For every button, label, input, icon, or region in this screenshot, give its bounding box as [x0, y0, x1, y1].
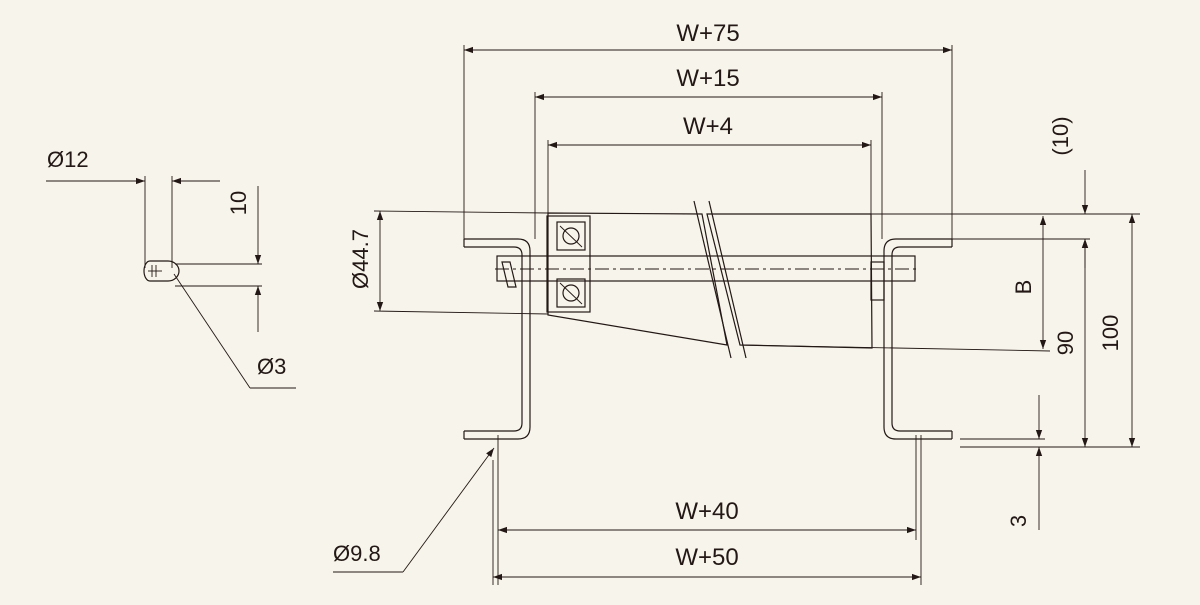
label-w4: W+4: [683, 113, 733, 140]
label-w40: W+40: [675, 498, 738, 525]
bearing-ball-lower: [562, 284, 580, 302]
hatch-line: [559, 282, 583, 305]
bearing-lower: [556, 278, 586, 308]
shaft-end-detail: Ø12 10 Ø3: [46, 147, 296, 389]
label-w50: W+50: [675, 544, 738, 571]
top-dimensions: W+75 W+15 W+4: [463, 20, 953, 239]
bearing-housing: [546, 215, 591, 313]
break-line: [693, 200, 732, 359]
right-frame-inner: [891, 246, 952, 432]
label-3: 3: [1006, 515, 1031, 527]
pin-detail: [501, 261, 517, 288]
label-w15: W+15: [676, 65, 739, 92]
right-frame-outer: [883, 238, 952, 440]
hatch-line: [559, 225, 583, 248]
bearing-upper: [556, 221, 586, 251]
label-dia9-8: Ø9.8: [333, 541, 381, 566]
label-dia44-7: Ø44.7: [348, 229, 373, 289]
label-w75: W+75: [676, 20, 739, 47]
label-90: 90: [1053, 331, 1078, 355]
left-frame-inner: [464, 246, 523, 432]
label-10-paren: (10): [1048, 116, 1073, 155]
right-dimensions: (10) B 90 100 3: [739, 116, 1140, 530]
extension-line: [739, 344, 1051, 352]
shaft: [496, 255, 916, 282]
roller-diameter-dimension: Ø44.7: [348, 210, 549, 315]
label-dia3: Ø3: [257, 354, 286, 379]
label-b: B: [1011, 280, 1036, 295]
leader-line: [173, 273, 251, 389]
bottom-dimensions: W+40 W+50 Ø9.8: [333, 435, 922, 585]
label-dia12: Ø12: [47, 147, 89, 172]
leader-line: [402, 447, 495, 573]
break-line: [708, 200, 747, 359]
extension-line: [373, 310, 549, 315]
label-100: 100: [1098, 315, 1123, 352]
roller-assembly: [463, 200, 953, 440]
bearing-ball-upper: [562, 227, 580, 245]
label-10: 10: [226, 191, 251, 215]
left-frame-outer: [464, 238, 531, 440]
extension-line: [373, 210, 549, 214]
